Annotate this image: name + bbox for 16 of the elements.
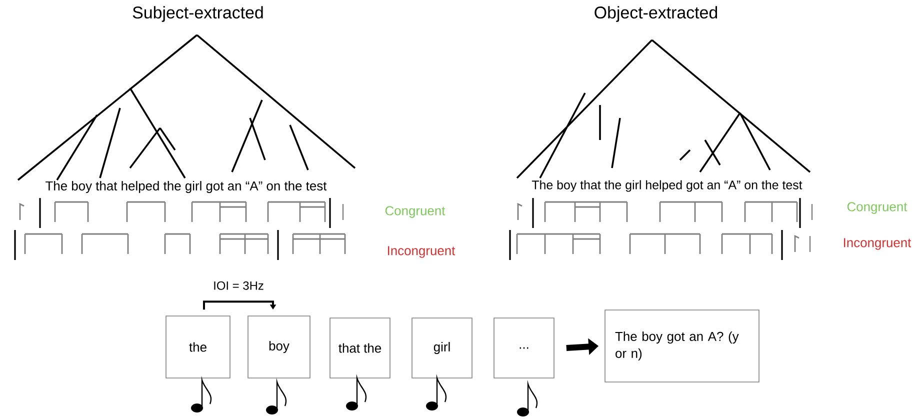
edge-label: IOI = 3Hz (212, 280, 265, 291)
arrow (203, 300, 276, 310)
word-box: the (166, 316, 230, 378)
heading: Subject-extracted (132, 6, 263, 22)
word-box: ... (494, 318, 554, 378)
word-box: that the (330, 318, 390, 378)
condition-label: Incongruent (844, 238, 912, 250)
word-box: girl (412, 318, 472, 378)
sentence: The boy that the girl helped got an “A” on the test (532, 180, 802, 192)
heading: Object-extracted (594, 6, 718, 22)
question-box: The boy got an A? (y or n) (604, 310, 760, 382)
condition-label: Congruent (385, 206, 446, 218)
condition-label: Incongruent (388, 246, 456, 258)
word-box: boy (248, 316, 310, 378)
sentence: The boy that helped the girl got an “A” on the test (46, 180, 327, 194)
condition-label: Congruent (847, 202, 908, 214)
